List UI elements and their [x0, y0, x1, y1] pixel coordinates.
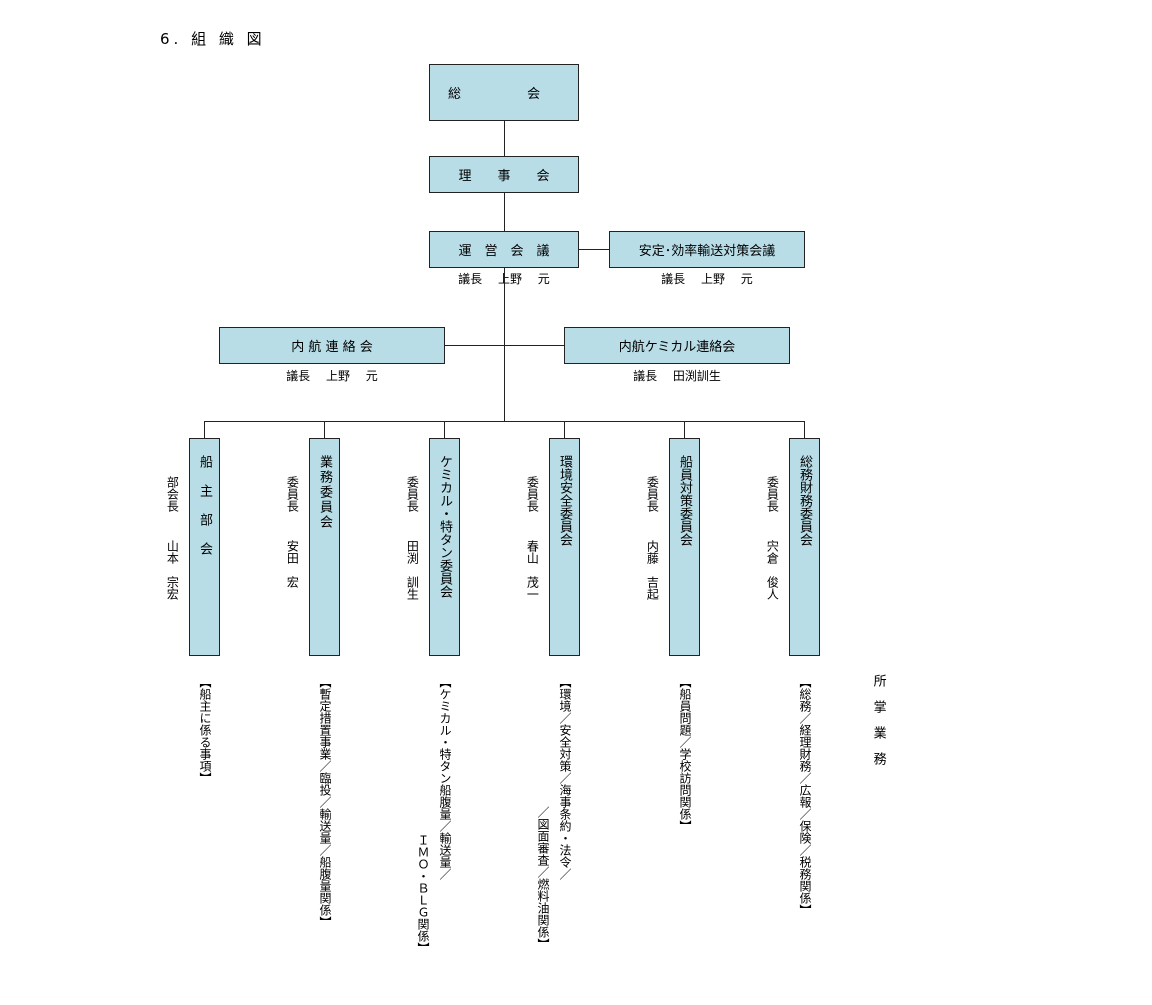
committee-chair-role: 委員長	[405, 476, 420, 512]
general-assembly-label: 総 会	[448, 87, 541, 102]
committee-duties: 【ケミカル・特タン船腹量／輸送量／	[438, 676, 452, 880]
committee-chair-name: 安田 宏	[285, 540, 300, 588]
connector	[324, 421, 325, 438]
coastal-liaison-box: 内 航 連 絡 会	[219, 327, 445, 364]
committee-label: 環境安全委員会	[557, 455, 572, 546]
committee-chair-name: 春山 茂一	[525, 540, 540, 600]
safety-box: 安定･効率輸送対策会議	[609, 231, 805, 268]
coastal-liaison-chair: 議長 上野 元	[286, 369, 378, 383]
board-box: 理 事 会	[429, 156, 579, 193]
committee-chair-role: 委員長	[285, 476, 300, 512]
committee-duties: 【船主に係る事項】	[198, 676, 212, 784]
committee-box: 環境安全委員会	[549, 438, 580, 656]
committee-box: 船員対策委員会	[669, 438, 700, 656]
connector	[445, 345, 565, 346]
committee-chair-role: 委員長	[525, 476, 540, 512]
connector	[564, 421, 565, 438]
committee-chair-name: 宍倉 俊人	[765, 540, 780, 600]
committee-chair-name: 山本 宗宏	[165, 540, 180, 600]
chemical-liaison-chair: 議長 田渕訓生	[633, 369, 721, 383]
safety-chair: 議長 上野 元	[661, 272, 753, 286]
committee-chair-role: 部会長	[165, 476, 180, 512]
committee-box: 船主部会	[189, 438, 220, 656]
general-assembly-box: 総 会	[429, 64, 579, 121]
connector	[444, 421, 445, 438]
committee-chair-name: 内藤 吉起	[645, 540, 660, 600]
page-title: 6. 組 織 図	[160, 30, 266, 48]
committee-box: 総務財務委員会	[789, 438, 820, 656]
duties-heading: 所 掌 業 務	[870, 674, 886, 765]
connector	[504, 121, 505, 156]
committee-chair-name: 田渕 訓生	[405, 540, 420, 600]
connector	[204, 421, 205, 438]
committee-duties: 【総務／経理財務／広報／保険／税務関係】	[798, 676, 812, 916]
safety-label: 安定･効率輸送対策会議	[638, 244, 776, 259]
committee-box: ケミカル・特タン委員会	[429, 438, 460, 656]
committee-label: ケミカル・特タン委員会	[437, 455, 452, 598]
committee-chair-role: 委員長	[645, 476, 660, 512]
committee-label: 業務委員会	[317, 455, 332, 530]
committee-label: 総務財務委員会	[797, 455, 812, 546]
committee-duties: 【暫定措置事業／臨投／輸送量／船腹量関係】	[318, 676, 332, 928]
committee-chair-role: 委員長	[765, 476, 780, 512]
committee-bus	[204, 421, 805, 422]
coastal-liaison-label: 内 航 連 絡 会	[291, 340, 373, 355]
connector	[579, 249, 609, 250]
committee-label: 船員対策委員会	[677, 455, 692, 546]
committee-duties: 【環境／安全対策／海事条約・法令／	[558, 676, 572, 880]
connector	[804, 421, 805, 438]
committee-label: 船主部会	[197, 455, 212, 571]
chemical-liaison-label: 内航ケミカル連絡会	[618, 340, 736, 355]
committee-duties: ＩＭＯ・ＢＬＧ関係】	[416, 834, 430, 954]
chemical-liaison-box: 内航ケミカル連絡会	[564, 327, 790, 364]
committee-duties: ／図面審査／燃料油関係】	[536, 806, 550, 950]
steering-label: 運 営 会 議	[458, 244, 550, 259]
connector	[504, 193, 505, 231]
board-label: 理 事 会	[458, 169, 550, 184]
steering-box: 運 営 会 議	[429, 231, 579, 268]
committee-box: 業務委員会	[309, 438, 340, 656]
connector	[684, 421, 685, 438]
committee-duties: 【船員問題／学校訪問関係】	[678, 676, 692, 832]
